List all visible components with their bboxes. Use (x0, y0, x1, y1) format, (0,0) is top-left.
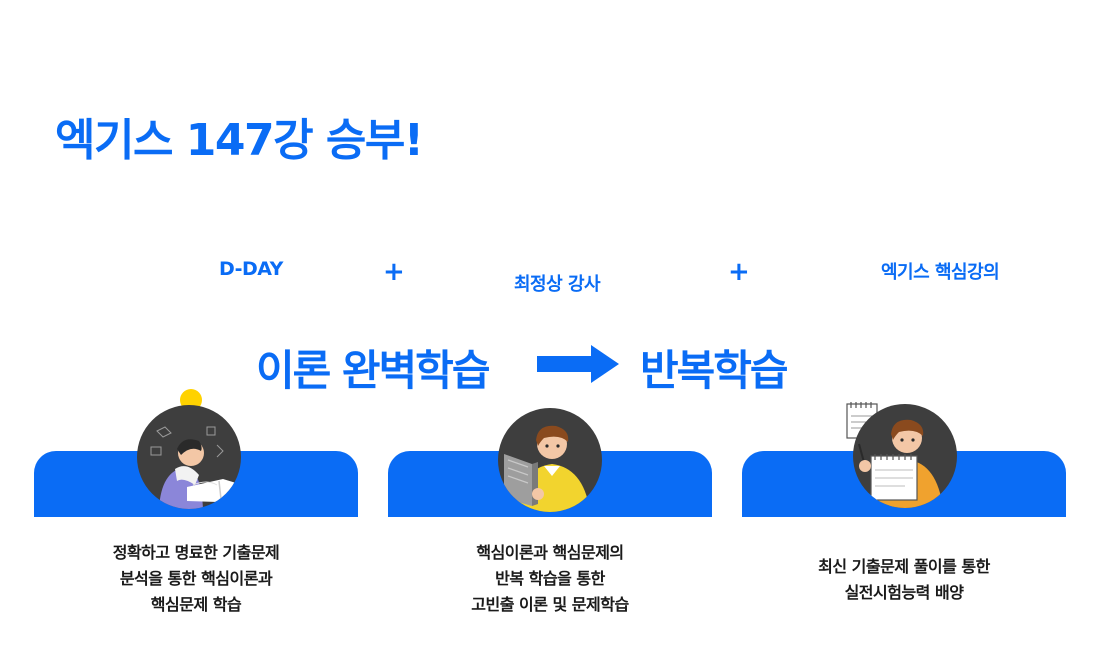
card-2-description: 핵심이론과 핵심문제의 반복 학습을 통한 고빈출 이론 및 문제학습 (388, 540, 712, 618)
card-2-line-3: 고빈출 이론 및 문제학습 (471, 595, 629, 614)
plus-sign-2: + (728, 257, 750, 287)
card-3-line-2: 실전시험능력 배양 (844, 583, 964, 602)
label-core-lecture: 엑기스 핵심강의 (881, 262, 1000, 283)
card-2-line-2: 반복 학습을 통한 (495, 569, 605, 588)
card-3-description: 최신 기출문제 풀이를 통한 실전시험능력 배양 (742, 554, 1066, 606)
flow-from-text: 이론 완벽학습 (256, 346, 490, 395)
plus-sign-1: + (383, 257, 405, 287)
student-book-icon (498, 408, 602, 512)
card-3-line-1: 최신 기출문제 풀이를 통한 (818, 557, 990, 576)
card-1-line-1: 정확하고 명료한 기출문제 (112, 543, 280, 562)
student-notepad-icon (853, 404, 957, 508)
student-reading-icon (137, 405, 241, 509)
card-2-line-1: 핵심이론과 핵심문제의 (476, 543, 624, 562)
flow-to-text: 반복학습 (640, 346, 789, 395)
arrow-right-icon (537, 345, 619, 383)
page-title: 엑기스 147강 승부! (55, 115, 424, 166)
card-1-description: 정확하고 명료한 기출문제 분석을 통한 핵심이론과 핵심문제 학습 (34, 540, 358, 618)
card-1-line-2: 분석을 통한 핵심이론과 (119, 569, 273, 588)
label-dday: D-DAY (219, 258, 283, 280)
label-top-teacher: 최정상 강사 (514, 274, 601, 295)
card-1-line-3: 핵심문제 학습 (150, 595, 242, 614)
